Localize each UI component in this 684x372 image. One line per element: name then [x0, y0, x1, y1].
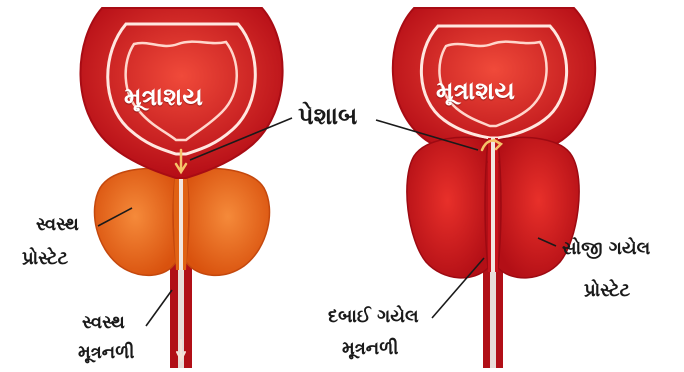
healthy-prostate-label-2: પ્રોસ્ટેટ	[22, 250, 68, 268]
enlarged-diagram	[393, 8, 595, 368]
healthy-prostate-label-1: સ્વસ્થ	[36, 216, 79, 234]
swollen-prostate	[407, 137, 579, 277]
healthy-urethra-leader	[146, 290, 172, 326]
bladder-label-right: મૂત્રાશય	[436, 78, 515, 103]
bladder-label-left: મૂત્રાશય	[124, 84, 203, 109]
swollen-prostate-label-1: સોજી ગયેલ	[562, 240, 650, 258]
compressed-urethra-label-2: મૂત્રનળી	[342, 340, 398, 358]
urine-label: પેશાબ	[298, 104, 357, 128]
swollen-prostate-label-2: પ્રોસ્ટેટ	[584, 282, 630, 300]
healthy-urethra-label-2: મૂત્રનળી	[78, 344, 134, 362]
compressed-urethra-label-1: દબાઈ ગયેલ	[328, 308, 419, 326]
healthy-prostate	[94, 168, 269, 275]
healthy-urethra-label-1: સ્વસ્થ	[82, 314, 125, 332]
